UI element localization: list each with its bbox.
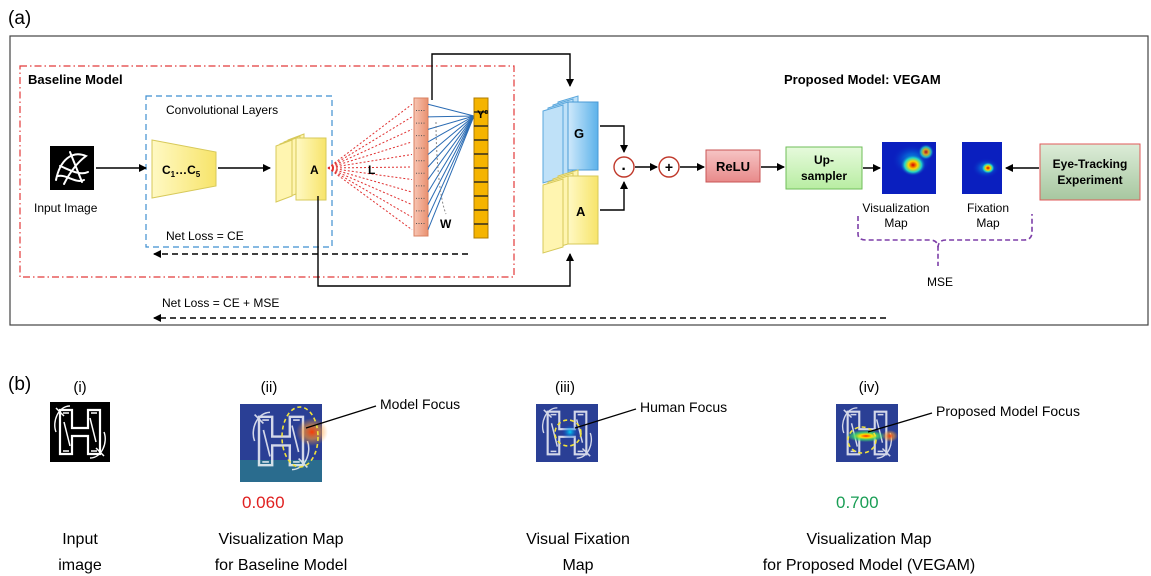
conv-layers-title: Convolutional Layers — [166, 103, 278, 117]
eye-tracking-box — [1039, 143, 1141, 201]
fc-connection-line — [327, 167, 413, 231]
weight-connections — [427, 103, 475, 230]
weight-line — [427, 115, 475, 155]
proposed-focus-label: Proposed Model Focus — [936, 403, 1080, 419]
input-image-label: Input Image — [34, 201, 98, 215]
item-i-caption-line1: Input — [62, 531, 98, 548]
relu-box — [705, 149, 761, 183]
fc-connection-line — [327, 141, 413, 169]
fixation-map-image — [536, 404, 598, 462]
g-label: G — [574, 126, 584, 141]
vis-map-label-line1: Visualization — [862, 201, 929, 215]
mse-brace — [857, 214, 1033, 266]
item-ii-caption-line1: Visualization Map — [218, 531, 343, 548]
item-i-roman: (i) — [73, 379, 86, 396]
dot-op-symbol: · — [621, 161, 626, 178]
upsampler-box — [785, 146, 863, 190]
feature-map-a2-stack — [542, 169, 599, 254]
weight-line — [427, 115, 475, 180]
fix-map-label-line1: Fixation — [967, 201, 1009, 215]
item-iii-caption-line2: Map — [562, 557, 593, 574]
baseline-score: 0.060 — [242, 493, 285, 512]
arrow-weights-to-g — [431, 53, 574, 100]
weight-line — [427, 115, 475, 218]
weight-line — [427, 115, 475, 230]
arrow-a2-to-dot — [600, 181, 628, 211]
feature-map-a-label: A — [310, 163, 319, 177]
eye-tracking-line2: Experiment — [1057, 173, 1122, 187]
panel-b-label: (b) — [8, 374, 31, 395]
weight-line — [427, 115, 475, 193]
weight-line — [427, 115, 475, 168]
mse-label: MSE — [927, 275, 953, 289]
fc-connection-line — [327, 103, 413, 169]
input-image-h — [50, 402, 110, 462]
human-focus-label: Human Focus — [640, 399, 727, 415]
eye-tracking-line1: Eye-Tracking — [1053, 157, 1128, 171]
fixation-map-thumb — [962, 142, 1002, 194]
proposed-focus-pointer — [867, 412, 933, 433]
baseline-vis-map-image — [240, 404, 328, 482]
fc-connection-line — [327, 167, 413, 206]
output-yc-layer — [473, 97, 489, 239]
plus-op-symbol: + — [665, 159, 673, 175]
weight-line — [427, 115, 475, 205]
model-focus-label: Model Focus — [380, 396, 460, 412]
relu-label: ReLU — [716, 159, 750, 174]
vis-map-label-line2: Map — [884, 216, 908, 230]
conv-block — [151, 139, 217, 199]
proposed-vis-map-image — [836, 404, 898, 462]
fc-connection-line — [327, 167, 413, 193]
fc-layer-column — [413, 97, 429, 237]
sum-op — [658, 156, 680, 178]
weight-line — [427, 115, 475, 118]
yc-label: Yc — [477, 109, 488, 121]
elementwise-product-op — [613, 156, 635, 178]
upsampler-label-line1: Up- — [814, 153, 834, 167]
net-loss-ce-mse-label: Net Loss = CE + MSE — [162, 296, 279, 310]
fc-layer — [413, 97, 429, 237]
item-iii-roman: (iii) — [555, 379, 575, 396]
arrow-a-to-a2 — [317, 196, 574, 287]
fix-map-label-line2: Map — [976, 216, 1000, 230]
conv-block-label: C1…C5 — [162, 163, 201, 179]
weight-brace — [435, 121, 447, 215]
item-iv-caption-line2: for Proposed Model (VEGAM) — [763, 557, 976, 574]
upsampler-label-line2: sampler — [801, 169, 847, 183]
panel-a-frame — [9, 35, 1149, 326]
weight-line — [427, 103, 475, 117]
fc-connection-line — [327, 128, 413, 169]
feature-map-a-stack — [275, 133, 327, 203]
item-iv-roman: (iv) — [859, 379, 880, 396]
baseline-title: Baseline Model — [28, 72, 123, 87]
item-ii-caption-line2: for Baseline Model — [215, 557, 348, 574]
weight-line — [427, 115, 475, 143]
panel-a-label: (a) — [8, 8, 31, 29]
input-image-thumb — [50, 146, 94, 190]
item-iv-caption-line1: Visualization Map — [806, 531, 931, 548]
item-ii-roman: (ii) — [261, 379, 278, 396]
l-label: L — [368, 163, 375, 177]
proposed-score: 0.700 — [836, 493, 879, 512]
gradient-g-stack — [542, 95, 599, 184]
arrow-g-to-dot — [600, 125, 628, 153]
net-loss-ce-label: Net Loss = CE — [166, 229, 244, 243]
fc-connection-line — [327, 167, 413, 218]
item-iii-caption-line1: Visual Fixation — [526, 531, 630, 548]
proposed-title: Proposed Model: VEGAM — [784, 72, 941, 87]
visualization-map-thumb — [882, 142, 936, 194]
model-focus-pointer — [305, 405, 377, 429]
item-i-caption-line2: image — [58, 557, 102, 574]
baseline-box — [19, 65, 515, 278]
human-focus-pointer — [574, 408, 637, 429]
a2-label: A — [576, 204, 586, 219]
fc-connection-line — [327, 116, 413, 169]
fc-connections — [327, 103, 413, 231]
w-label: W — [440, 217, 452, 231]
